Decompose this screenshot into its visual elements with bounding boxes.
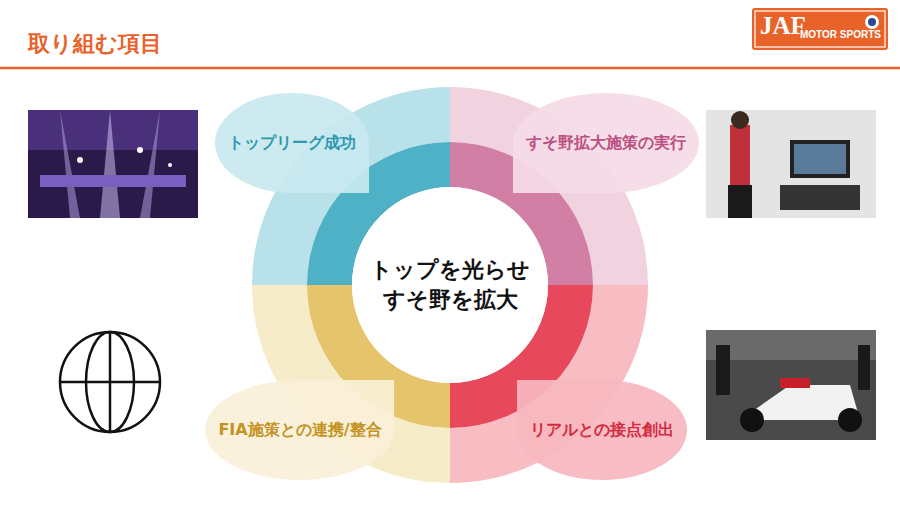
globe-icon — [60, 332, 160, 432]
logo-mark: JAF — [760, 13, 806, 38]
goal-drop: FIA施策との連携/整合 — [205, 380, 394, 480]
drop-fill — [513, 93, 699, 193]
drop-fill — [205, 380, 394, 480]
concert-photo — [28, 110, 198, 218]
core-shape — [352, 187, 548, 383]
simulator-photo — [706, 110, 876, 218]
goal-drop: リアルとの接点創出 — [517, 380, 687, 480]
goal-drop: すそ野拡大施策の実行 — [513, 93, 699, 193]
goal-label: トップリーグ成功 — [228, 133, 356, 152]
text-group: リアルとの接点創出 — [530, 420, 674, 439]
logo-text: MOTOR SPORTS — [800, 30, 881, 40]
goal-label: リアルとの接点創出 — [530, 420, 674, 439]
text-group: すそ野拡大施策の実行 — [526, 133, 686, 152]
core-circle: トップを光らせ すそ野を拡大 — [352, 187, 548, 383]
core-message: トップを光らせ すそ野を拡大 — [370, 255, 531, 314]
goal-drop: トップリーグ成功 — [215, 93, 369, 193]
jaf-logo — [752, 8, 888, 50]
race-car-photo — [706, 330, 876, 440]
core-fill — [352, 187, 548, 383]
goal-label: すそ野拡大施策の実行 — [526, 133, 686, 152]
goal-label: FIA施策との連携/整合 — [218, 420, 381, 439]
drop-fill — [517, 380, 687, 480]
page-title: 取り組む項目 — [28, 29, 162, 59]
text-group: トップリーグ成功 — [228, 133, 356, 152]
text-group: トップを光らせ すそ野を拡大 — [370, 255, 531, 314]
header-rule — [0, 67, 900, 70]
drop-fill — [215, 93, 369, 193]
text-group: FIA施策との連携/整合 — [218, 420, 381, 439]
